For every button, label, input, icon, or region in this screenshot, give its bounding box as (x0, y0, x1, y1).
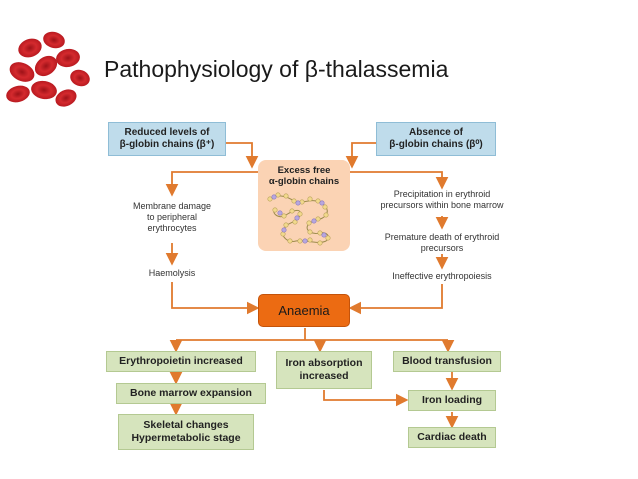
membrane-line2: to peripheral (146, 212, 198, 222)
bone-marrow-expansion-box: Bone marrow expansion (116, 383, 266, 404)
skeletal-line2: Hypermetabolic stage (131, 432, 241, 444)
premature-line2: precursors (420, 243, 464, 253)
precip-line2: precursors within bone marrow (380, 200, 504, 210)
precip-line1: Precipitation in erythroid (393, 189, 491, 199)
absence-line1: Absence of (409, 127, 463, 138)
blood-transfusion-box: Blood transfusion (393, 351, 501, 372)
red-blood-cells-icon (6, 31, 90, 107)
premature-death-label: Premature death of erythroid precursors (368, 232, 516, 254)
reduced-line1: Reduced levels of (124, 127, 210, 138)
cardiac-text: Cardiac death (417, 431, 487, 443)
excess-alpha-globin-box: Excess free α-globin chains (258, 160, 350, 251)
skeletal-changes-box: Skeletal changes Hypermetabolic stage (118, 414, 254, 450)
absence-line2: β-globin chains (β⁰) (389, 139, 483, 150)
bone-marrow-text: Bone marrow expansion (130, 387, 252, 399)
iron-abs-line2: increased (299, 370, 349, 382)
iron-absorption-box: Iron absorption increased (276, 351, 372, 389)
ineffective-text: Ineffective erythropoiesis (392, 271, 492, 281)
anaemia-text: Anaemia (278, 303, 330, 318)
iron-loading-text: Iron loading (421, 394, 483, 406)
precipitation-label: Precipitation in erythroid precursors wi… (366, 189, 518, 211)
membrane-damage-label: Membrane damage to peripheral erythrocyt… (112, 201, 232, 234)
excess-line1: Excess free (277, 165, 331, 176)
erythropoietin-box: Erythropoietin increased (106, 351, 256, 372)
epo-text: Erythropoietin increased (119, 355, 243, 367)
absence-beta-globin-box: Absence of β-globin chains (β⁰) (376, 122, 496, 156)
cardiac-death-box: Cardiac death (408, 427, 496, 448)
iron-abs-line1: Iron absorption (285, 357, 363, 369)
haemolysis-label: Haemolysis (122, 268, 222, 279)
reduced-line2: β-globin chains (β⁺) (119, 139, 215, 150)
membrane-line1: Membrane damage (132, 201, 212, 211)
transfusion-text: Blood transfusion (402, 355, 492, 367)
membrane-line3: erythrocytes (147, 223, 197, 233)
excess-line2: α-globin chains (268, 176, 340, 187)
premature-line1: Premature death of erythroid (384, 232, 500, 242)
haemolysis-text: Haemolysis (148, 268, 196, 278)
ineffective-erythropoiesis-label: Ineffective erythropoiesis (368, 271, 516, 282)
globin-chain-illustration (267, 192, 331, 246)
skeletal-line1: Skeletal changes (143, 419, 229, 431)
reduced-beta-globin-box: Reduced levels of β-globin chains (β⁺) (108, 122, 226, 156)
slide-title: Pathophysiology of β-thalassemia (104, 56, 449, 82)
anaemia-box: Anaemia (258, 294, 350, 327)
iron-loading-box: Iron loading (408, 390, 496, 411)
